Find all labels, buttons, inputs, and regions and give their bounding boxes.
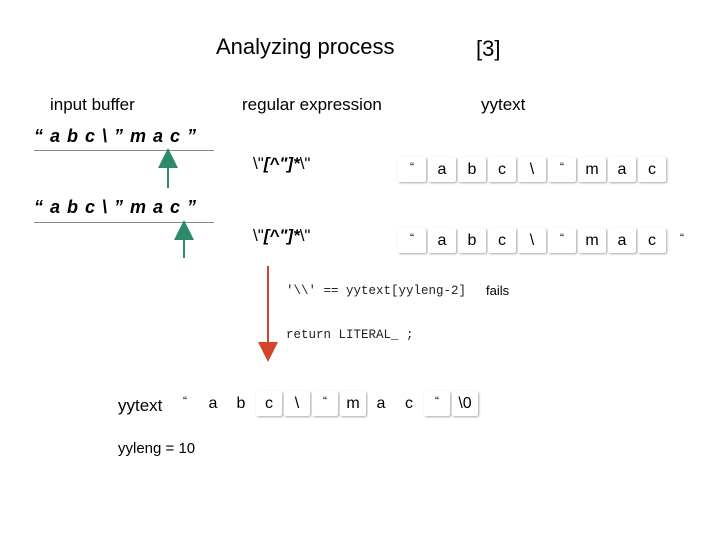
yytext-cell: “: [548, 157, 576, 182]
yytext-cell: “: [424, 391, 450, 416]
yytext-cell: m: [578, 157, 606, 182]
input-buffer-row-1: “ a b c \ ” m a c ”: [34, 126, 198, 146]
yytext-cell: \: [284, 391, 310, 416]
yytext-cell: m: [340, 391, 366, 416]
yytext-cell: \: [518, 228, 546, 253]
yytext-cell: b: [458, 157, 486, 182]
yyleng-value: yyleng = 10: [118, 440, 196, 457]
regex-close-quote: \": [299, 154, 311, 173]
regex-char-class: [^"]*: [263, 154, 300, 173]
yytext-cell: c: [256, 391, 282, 416]
yytext-cell: c: [488, 228, 516, 253]
yytext-cell: a: [608, 157, 636, 182]
yytext-cell: “: [548, 228, 576, 253]
yytext-cell: a: [608, 228, 636, 253]
yytext-cell: “: [668, 228, 696, 253]
yytext-row-2: “ a b c \ “ m a c “: [398, 228, 698, 253]
bottom-yytext-row: “ a b c \ “ m a c “ \0: [172, 391, 480, 416]
condition-result: fails: [486, 283, 510, 298]
yytext-cell: c: [638, 157, 666, 182]
yytext-cell: m: [578, 228, 606, 253]
regex-row-1: \"[^"]*\": [253, 154, 310, 174]
regex-char-class: [^"]*: [263, 226, 300, 245]
regex-close-quote: \": [299, 226, 311, 245]
regex-open-quote: \": [253, 226, 264, 245]
buffer-underline-1: [34, 150, 214, 151]
yytext-cell: \: [518, 157, 546, 182]
yytext-cell: a: [428, 228, 456, 253]
condition-code: '\\' == yytext[yyleng-2]: [286, 284, 467, 298]
yytext-cell: “: [398, 228, 426, 253]
yytext-cell: a: [200, 391, 226, 416]
yytext-cell: c: [638, 228, 666, 253]
yytext-header: yytext: [481, 95, 526, 114]
yytext-cell: a: [368, 391, 394, 416]
regular-expression-header: regular expression: [242, 95, 382, 114]
bottom-yytext-label: yytext: [118, 396, 163, 415]
input-buffer-row-2: “ a b c \ ” m a c ”: [34, 197, 198, 217]
yytext-cell: b: [228, 391, 254, 416]
return-statement: return LITERAL_ ;: [286, 328, 414, 342]
yytext-cell: “: [312, 391, 338, 416]
yytext-cell: c: [488, 157, 516, 182]
yytext-cell: b: [458, 228, 486, 253]
yytext-row-1: “ a b c \ “ m a c: [398, 157, 668, 182]
yytext-cell: c: [396, 391, 422, 416]
yytext-cell: “: [398, 157, 426, 182]
yytext-null-terminator: \0: [452, 391, 478, 416]
reference-label: [3]: [476, 36, 501, 61]
buffer-underline-2: [34, 222, 214, 223]
input-buffer-header: input buffer: [50, 95, 135, 114]
regex-row-2: \"[^"]*\": [253, 226, 310, 246]
page-title: Analyzing process: [216, 34, 395, 59]
regex-open-quote: \": [253, 154, 264, 173]
yytext-cell: a: [428, 157, 456, 182]
yytext-cell: “: [172, 391, 198, 416]
